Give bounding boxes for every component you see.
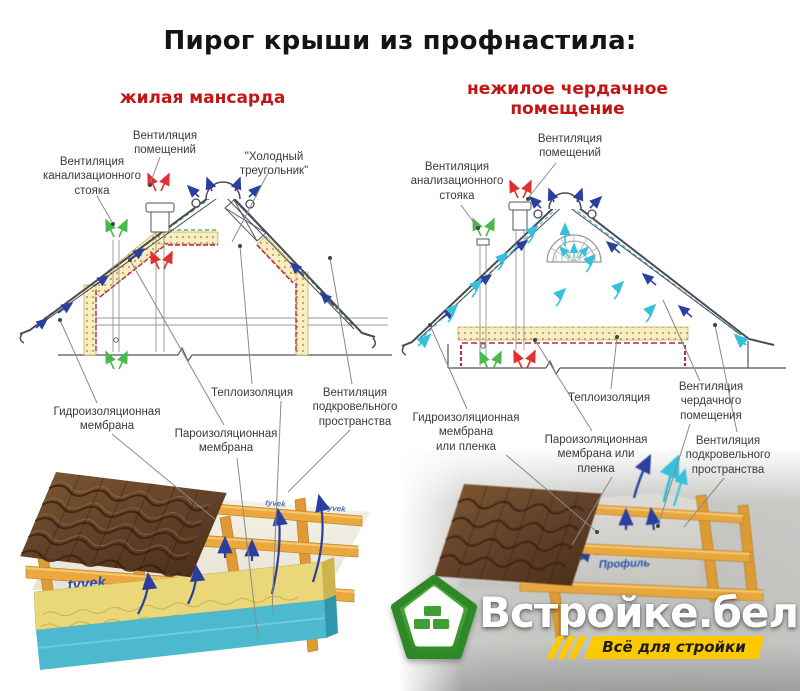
chimney-vent	[508, 201, 532, 350]
vapor-barrier-line	[95, 242, 297, 353]
interior-lines	[96, 317, 388, 326]
page-title: Пирог крыши из профнастила:	[163, 26, 637, 56]
label-vent-rooms-right: Вентиляция помещений	[537, 133, 603, 160]
vapor-barrier-line	[460, 342, 686, 366]
sewer-vent-arrows	[472, 217, 502, 370]
right-cross-section	[401, 179, 786, 376]
label-hydro-membrane-right: Гидроизоляционная мембрана или пленка	[412, 412, 520, 453]
floor-break	[545, 359, 561, 376]
inner-cyan-dashed	[423, 206, 739, 337]
logo-name: Встройке.бел	[479, 588, 799, 637]
chimney-vent	[145, 202, 175, 352]
sewer-stack	[112, 240, 120, 352]
svg-text:tyvek: tyvek	[265, 498, 287, 509]
label-vent-sewer-left: Вентиляция канализационного стояка	[42, 156, 142, 197]
room-exhaust-arrows	[509, 179, 536, 369]
eave-intake-arrows	[416, 333, 749, 349]
right-heading: нежилое чердачное помещение	[467, 79, 668, 120]
label-hydro-membrane-left: Гидроизоляционная мембрана	[53, 406, 161, 433]
label-insulation-right: Теплоизоляция	[567, 392, 651, 404]
left-cross-section	[19, 172, 392, 370]
attic-air-arrows	[445, 222, 657, 323]
label-vapor-membrane-right: Пароизоляционная мембрана или пленка	[544, 434, 648, 475]
ridge-exhaust-arrows	[528, 187, 603, 209]
logo-tagline: Всё для стройки	[602, 638, 746, 656]
hydro-membrane-line	[37, 193, 355, 328]
label-insulation-left: Теплоизоляция	[210, 387, 294, 399]
roof-outline	[19, 181, 376, 349]
label-vapor-membrane-left: Пароизоляционная мембрана	[174, 428, 278, 455]
label-cold-triangle: "Холодный треугольник"	[239, 151, 309, 178]
underroof-air-arrows	[35, 248, 335, 330]
label-vent-underroof-right: Вентиляция подкровельного пространства	[685, 435, 771, 476]
logo-bricks	[414, 606, 449, 629]
sewer-stack	[476, 238, 490, 366]
gable-grille	[546, 234, 602, 263]
svg-text:tyvek: tyvek	[325, 503, 347, 514]
photo-warm-roof-layers: tyvek tyvek tyvek tyvek tyvek tyvek	[20, 472, 370, 670]
label-vent-attic: Вентиляция чердачного помещения	[678, 381, 744, 422]
label-vent-rooms-left: Вентиляция помещений	[132, 130, 198, 157]
room-exhaust-arrows	[147, 172, 173, 270]
svg-text:Профиль: Профиль	[599, 557, 651, 571]
roof-outline	[401, 192, 775, 356]
floor-break	[177, 346, 193, 363]
logo-pentagon-inner	[404, 586, 464, 647]
cold-triangle-brace	[224, 199, 267, 242]
slope-air-arrows	[440, 240, 693, 320]
ridge-exhaust-arrows	[186, 176, 262, 198]
label-vent-sewer-right: Вентиляция анализационного стояка	[410, 161, 504, 202]
tile-sheet	[434, 484, 602, 586]
logo-emblem	[391, 575, 477, 659]
logo-tagline-banner: Всё для стройки	[584, 636, 764, 659]
sewer-vent-arrows	[105, 218, 128, 370]
left-heading: жилая мансарда	[119, 88, 286, 108]
insulation-envelope	[83, 231, 309, 356]
label-vent-underroof-left: Вентиляция подкровельного пространства	[312, 387, 398, 428]
ceiling-insulation	[457, 326, 689, 341]
